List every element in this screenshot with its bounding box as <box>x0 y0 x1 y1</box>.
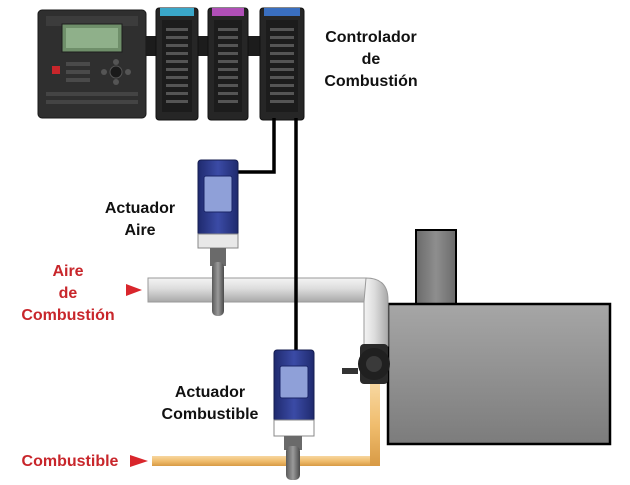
controller-panel-icon <box>37 7 305 121</box>
air-actuator-label: Actuador Aire <box>92 198 188 242</box>
fuel-label: Combustible <box>12 451 128 473</box>
burner-icon <box>342 344 390 384</box>
signal-wires <box>238 118 298 352</box>
fuel-actuator-icon <box>273 349 315 480</box>
fuel-actuator-label: Actuador Combustible <box>150 382 270 426</box>
fuel-label-line-1: Combustible <box>21 453 119 470</box>
controller-label: Controlador de Combustión <box>316 27 426 93</box>
controller-label-line-1: Controlador <box>325 29 417 46</box>
air-actuator-label-line-1: Actuador <box>104 200 176 217</box>
combustion-air-label: Aire de Combustión <box>10 261 126 327</box>
chimney-icon <box>415 229 457 307</box>
boiler-icon <box>386 302 612 446</box>
combustion-air-label-line-1: Aire <box>52 263 84 280</box>
air-actuator-icon <box>197 159 239 316</box>
combustion-air-label-line-3: Combustión <box>21 307 115 324</box>
combustion-air-label-line-2: de <box>58 285 78 302</box>
fuel-inlet-arrow <box>130 455 148 467</box>
air-pipe <box>147 277 389 347</box>
fuel-actuator-label-line-1: Actuador <box>174 384 246 401</box>
air-actuator-label-line-2: Aire <box>124 222 156 239</box>
controller-label-line-2: de <box>361 51 381 68</box>
fuel-actuator-label-line-2: Combustible <box>161 406 259 423</box>
fuel-pipe <box>152 384 380 466</box>
controller-label-line-3: Combustión <box>324 73 418 90</box>
air-inlet-arrow <box>126 284 142 296</box>
